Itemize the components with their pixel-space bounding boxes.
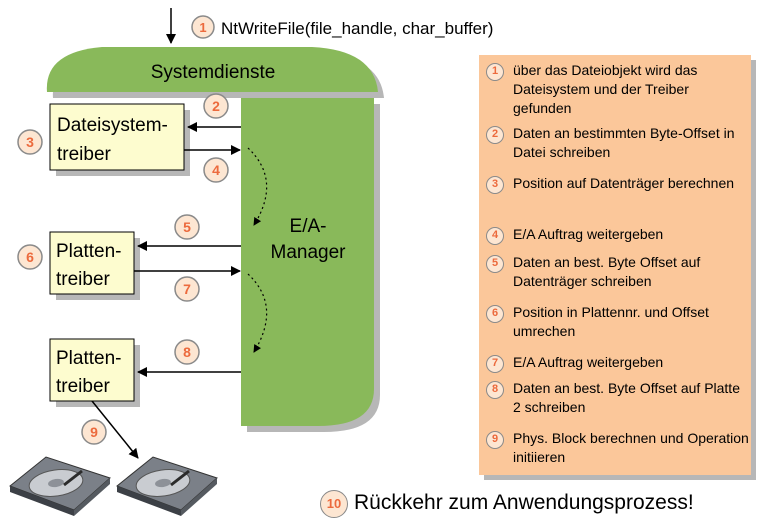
legend-number-badge: 6 xyxy=(486,305,504,323)
svg-text:3: 3 xyxy=(26,134,34,150)
svg-text:5: 5 xyxy=(183,219,191,235)
disk-driver-2-line2: treiber xyxy=(56,376,111,397)
return-note-text: Rückkehr zum Anwendungsprozess! xyxy=(354,491,694,514)
legend-number-badge: 8 xyxy=(486,381,504,399)
legend-text: E/A Auftrag weitergeben xyxy=(513,226,664,242)
legend-text: Position auf Datenträger berechnen xyxy=(513,175,735,191)
legend-number-badge: 5 xyxy=(486,255,504,273)
step-badge-4: 4 xyxy=(203,157,229,183)
legend-number-badge: 2 xyxy=(486,126,504,144)
internal-flow-arrow xyxy=(247,147,268,226)
legend-text: Position in Plattennr. und Offset umrech… xyxy=(513,304,709,339)
legend-number-badge: 3 xyxy=(486,176,504,194)
disk-driver-1-line2: treiber xyxy=(56,269,111,290)
step-badge-7: 7 xyxy=(174,276,200,302)
svg-text:8: 8 xyxy=(183,344,191,360)
systemdienste-shape xyxy=(46,47,379,92)
legend-number-badge: 4 xyxy=(486,227,504,245)
step-badge-2: 2 xyxy=(203,93,229,119)
step-badge-8: 8 xyxy=(174,339,200,365)
disk-driver-box-2 xyxy=(49,338,135,402)
filesystem-driver-box xyxy=(49,103,185,171)
disk-driver-1-line1: Platten- xyxy=(56,241,121,262)
systemdienste-label: Systemdienste xyxy=(151,62,276,83)
arrow-step-9 xyxy=(91,400,139,459)
svg-text:6: 6 xyxy=(26,249,34,265)
legend-text: Daten an bestimmten Byte-Offset in Datei… xyxy=(513,125,735,160)
step-badge-10: 10 xyxy=(320,490,348,518)
hard-disk-icon xyxy=(9,456,111,516)
svg-text:4: 4 xyxy=(212,162,220,178)
legend-text: Daten an best. Byte Offset auf Datenträg… xyxy=(513,254,701,289)
filesystem-driver-line1: Dateisystem- xyxy=(57,115,168,136)
svg-text:2: 2 xyxy=(212,98,220,114)
step-badge-6: 6 xyxy=(17,244,43,270)
step-badge-9: 9 xyxy=(81,419,107,445)
io-manager-label-line1: E/A- xyxy=(290,216,327,237)
svg-text:9: 9 xyxy=(90,424,98,440)
step-badge-1: 1 xyxy=(191,15,215,39)
step-badge-3: 3 xyxy=(17,129,43,155)
filesystem-driver-line2: treiber xyxy=(57,144,112,165)
svg-text:1: 1 xyxy=(199,20,206,35)
legend-text: über das Dateiobjekt wird das Dateisyste… xyxy=(513,62,698,116)
disk-driver-2-line1: Platten- xyxy=(56,348,121,369)
legend-text: E/A Auftrag weitergeben xyxy=(513,354,664,370)
legend-number-badge: 9 xyxy=(486,431,504,449)
internal-flow-arrow xyxy=(247,273,268,353)
call-label: NtWriteFile(file_handle, char_buffer) xyxy=(221,19,493,38)
step-badge-5: 5 xyxy=(174,214,200,240)
legend-number-badge: 7 xyxy=(486,355,504,373)
hard-disk-icon xyxy=(116,456,218,516)
disk-driver-box-1 xyxy=(49,231,135,295)
io-manager-label-line2: Manager xyxy=(271,242,347,263)
legend-panel: 1 über das Dateiobjekt wird das Dateisys… xyxy=(479,55,751,475)
io-manager-shape xyxy=(241,98,374,426)
legend-text: Phys. Block berechnen und Operation init… xyxy=(513,430,749,465)
svg-text:7: 7 xyxy=(183,281,191,297)
legend-number-badge: 1 xyxy=(486,63,504,81)
legend-text: Daten an best. Byte Offset auf Platte 2 … xyxy=(513,380,740,415)
